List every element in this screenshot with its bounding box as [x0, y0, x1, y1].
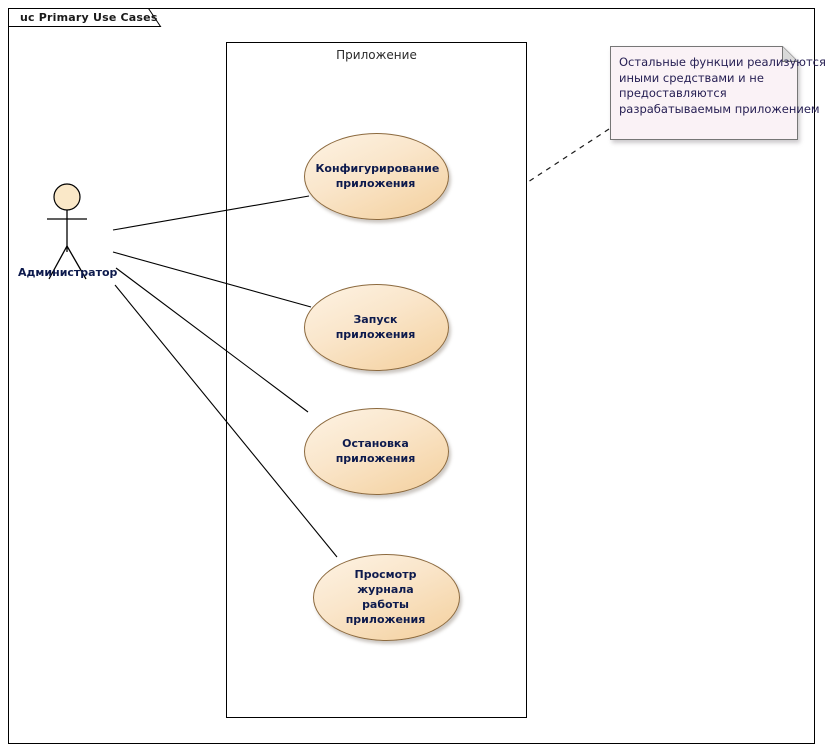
use-case-label-line: Запуск приложения: [335, 312, 416, 341]
association-line-uc1[interactable]: [112, 195, 310, 231]
note-text-line: иными средствами и не: [619, 70, 764, 85]
note-shape: [610, 46, 798, 140]
use-case-ellipse: [304, 408, 449, 495]
system-boundary-label: Приложение: [336, 48, 417, 62]
use-case-ellipse: [313, 554, 460, 641]
diagram-note[interactable]: Остальные функции реализуются иными сред…: [610, 46, 825, 140]
use-case-label: Запуск приложения: [315, 312, 435, 342]
use-case-view-application-log[interactable]: Просмотр журнала работы приложения: [313, 554, 460, 641]
use-case-start-application[interactable]: Запуск приложения: [304, 284, 449, 371]
actor-administrator[interactable]: [20, 180, 135, 285]
title-tab-shape: [8, 8, 162, 27]
use-case-label-line: приложения: [335, 176, 416, 190]
note-text-line: предоставляются: [619, 86, 727, 100]
association-line-uc2[interactable]: [112, 251, 312, 308]
use-case-label-line: Просмотр журнала: [354, 567, 417, 596]
note-anchor-line[interactable]: [527, 128, 610, 183]
actor-label: Администратор: [18, 266, 118, 279]
use-case-ellipse: [304, 133, 449, 220]
association-line-uc4[interactable]: [114, 284, 338, 558]
use-case-label-line: работы приложения: [345, 597, 426, 626]
diagram-title-tab[interactable]: uc Primary Use Cases: [8, 8, 162, 27]
use-case-configure-application[interactable]: Конфигурирование приложения: [304, 133, 449, 220]
note-text-line: разрабатываемым приложением: [619, 101, 820, 116]
system-boundary[interactable]: [226, 42, 527, 718]
use-case-label: Просмотр журнала работы приложения: [325, 567, 447, 627]
use-case-stop-application[interactable]: Остановка приложения: [304, 408, 449, 495]
use-case-label-line: Конфигурирование: [315, 161, 440, 175]
use-case-label-line: приложения: [335, 451, 416, 465]
actor-icon: [47, 183, 87, 280]
use-case-label: Остановка приложения: [315, 436, 435, 466]
use-case-label: Конфигурирование приложения: [315, 161, 440, 191]
diagram-title-label: uc Primary Use Cases: [20, 11, 158, 24]
association-line-uc3[interactable]: [115, 267, 309, 413]
note-text: Остальные функции реализуются иными сред…: [619, 55, 825, 117]
use-case-label-line: Остановка: [342, 436, 409, 450]
note-text-line: Остальные функции реализуются: [619, 55, 825, 69]
diagram-frame: [8, 8, 815, 744]
use-case-ellipse: [304, 284, 449, 371]
